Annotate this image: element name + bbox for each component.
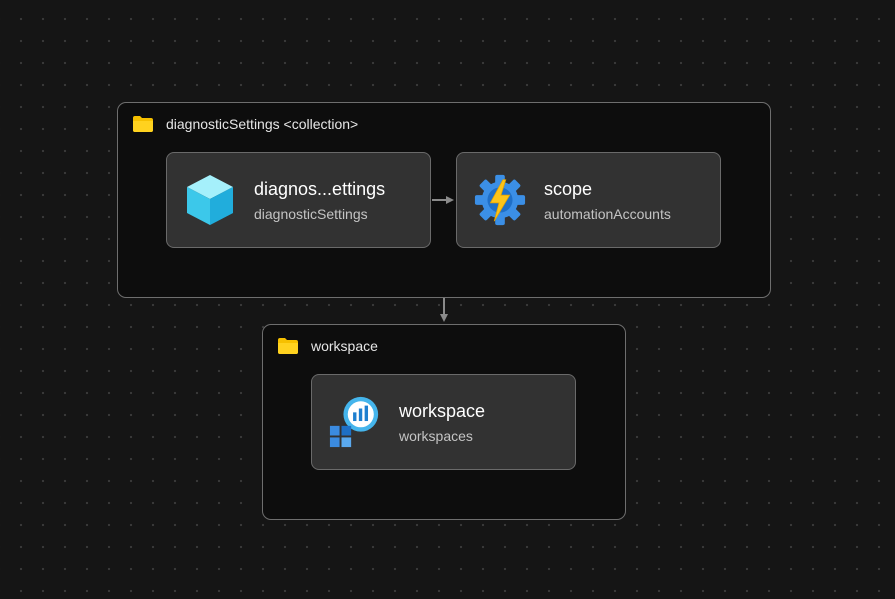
node-title: workspace [399, 400, 486, 421]
log-analytics-workspace-icon [328, 395, 382, 449]
automation-account-gear-icon [473, 173, 527, 227]
node-diagnostic-settings[interactable]: diagnos...ettings diagnosticSettings [166, 152, 431, 248]
group-label: diagnosticSettings <collection> [166, 116, 359, 132]
node-workspace[interactable]: workspace workspaces [311, 374, 576, 470]
group-header: diagnosticSettings <collection> [132, 115, 358, 133]
group-header: workspace [277, 337, 378, 355]
diagnostic-settings-cube-icon [183, 173, 237, 227]
node-subtitle: workspaces [399, 427, 473, 444]
group-label: workspace [311, 338, 378, 354]
node-subtitle: diagnosticSettings [254, 205, 368, 222]
node-scope[interactable]: scope automationAccounts [456, 152, 721, 248]
node-subtitle: automationAccounts [544, 205, 671, 222]
folder-icon [132, 115, 154, 133]
node-title: scope [544, 178, 593, 199]
folder-icon [277, 337, 299, 355]
node-title: diagnos...ettings [254, 178, 386, 199]
